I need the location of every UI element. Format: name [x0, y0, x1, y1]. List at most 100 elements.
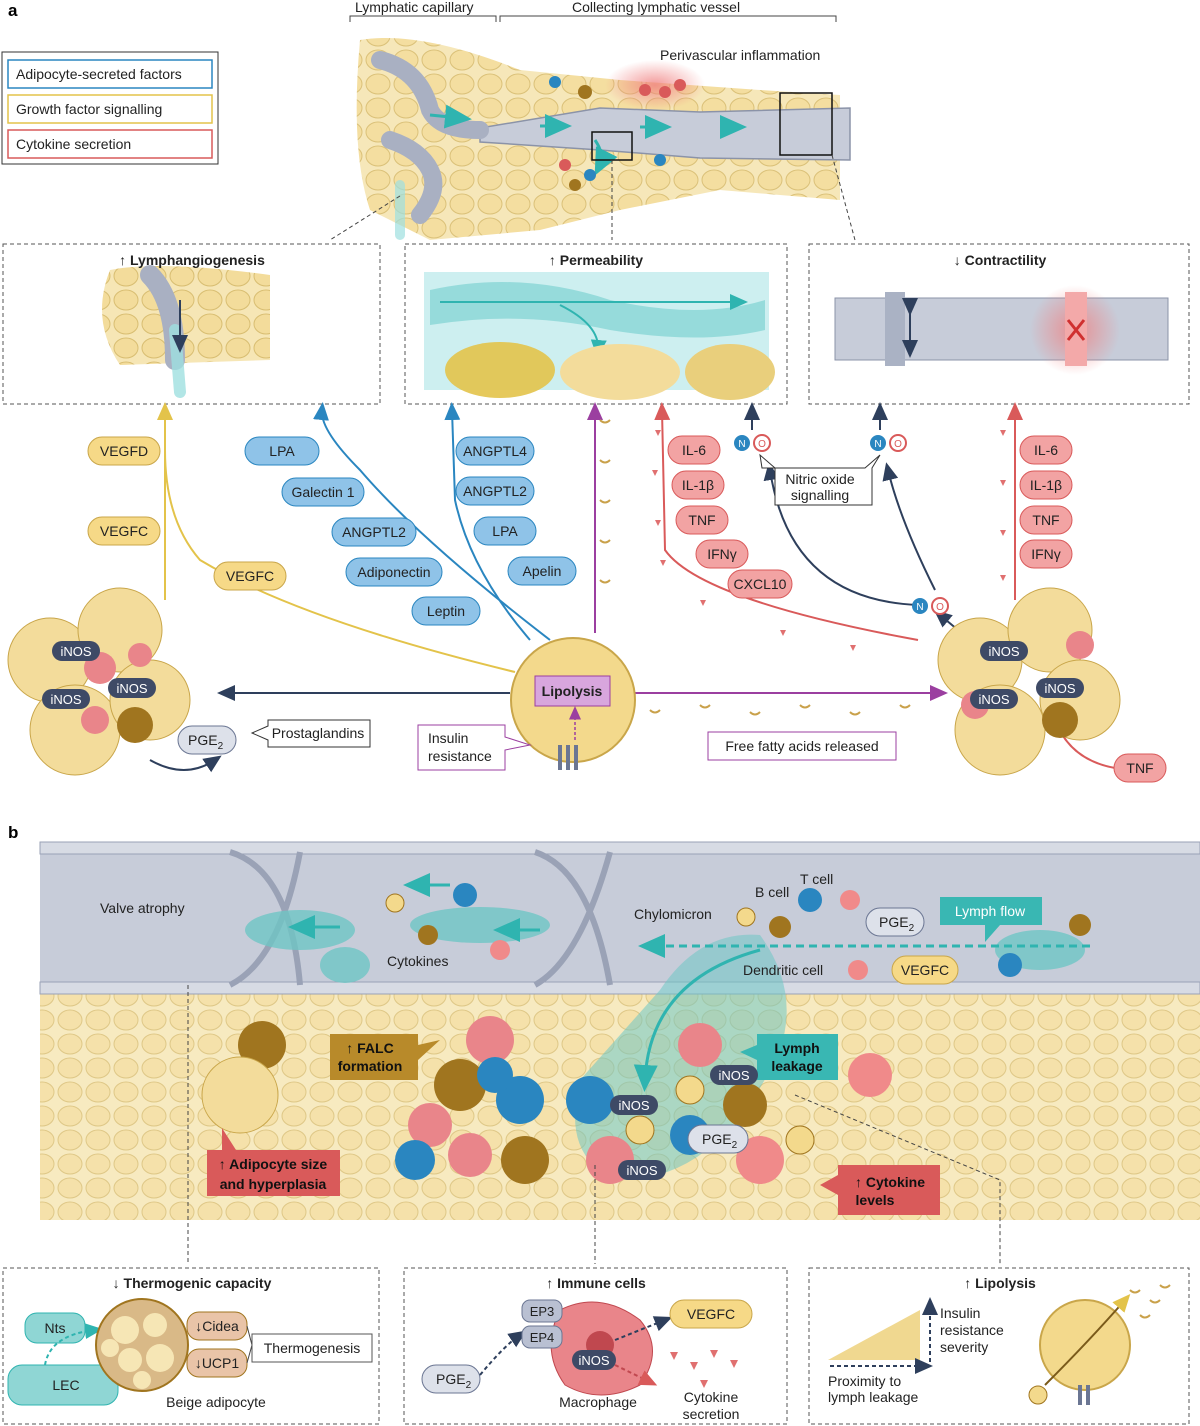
- inos-c-label: iNOS: [578, 1353, 609, 1368]
- cyt-cxcl10: CXCL10: [734, 576, 787, 592]
- panel-b-letter: b: [8, 823, 18, 842]
- brace-label-capillary: Lymphatic capillary: [355, 0, 474, 15]
- svg-text:N: N: [874, 439, 881, 450]
- factor-adiponectin: Adiponectin: [357, 564, 430, 580]
- ucp1-label: ↓UCP1: [195, 1355, 240, 1371]
- vegfc-label-1: VEGFC: [100, 523, 148, 539]
- no-molecule-2: N O: [870, 434, 907, 452]
- no-molecule-1: N O: [734, 434, 771, 452]
- inos-badges-b: [610, 1065, 758, 1180]
- vegfc-label-2: VEGFC: [226, 568, 274, 584]
- fatty-acid-glyphs: [599, 419, 911, 716]
- box-immune-title: ↑ Immune cells: [546, 1275, 646, 1291]
- zoom-connectors: [329, 154, 856, 241]
- proximity-1: Proximity to: [828, 1373, 901, 1389]
- falc-label-2: formation: [338, 1058, 403, 1074]
- factor-angptl4: ANGPTL4: [463, 443, 527, 459]
- box-lymphangiogenesis-title: ↑ Lymphangiogenesis: [119, 252, 265, 268]
- legend-label-red: Cytokine secretion: [16, 136, 131, 152]
- box-permeability: [404, 243, 788, 405]
- tnf-pill: [1113, 753, 1167, 783]
- insulin-sev-1: Insulin: [940, 1305, 980, 1321]
- ffa-box: [707, 731, 897, 761]
- no-molecule-3: N O: [912, 597, 949, 615]
- legend-label-yellow: Growth factor signalling: [16, 101, 162, 117]
- adipocyte-size-2: and hyperplasia: [220, 1176, 327, 1192]
- ffa-label: Free fatty acids released: [725, 738, 878, 754]
- vegfc-b-pill: [891, 955, 959, 985]
- svg-text:O: O: [894, 439, 902, 450]
- cytokine-levels-callout: [820, 1165, 940, 1215]
- vessel-braces: [349, 15, 837, 22]
- pge2-b-pill: [865, 907, 925, 937]
- cytokine-levels-1: ↑ Cytokine: [855, 1174, 925, 1190]
- legend-box-yellow: [7, 94, 213, 124]
- panel-b-illustration: [39, 841, 1200, 1220]
- factor-lpa-b: LPA: [492, 523, 518, 539]
- inos-r1: iNOS: [988, 644, 1019, 659]
- vegfc-c-pill: [669, 1299, 753, 1329]
- pge2-b2-pill: [687, 1124, 749, 1154]
- box-lipolysis: [808, 1267, 1190, 1425]
- factor-angptl2: ANGPTL2: [342, 524, 406, 540]
- cyt-il1b: IL-1β: [682, 477, 714, 493]
- svg-text:N: N: [738, 439, 745, 450]
- lipolysis-label: Lipolysis: [542, 683, 603, 699]
- tnf-label: TNF: [1126, 760, 1153, 776]
- adipocyte-size-1: ↑ Adipocyte size: [219, 1156, 328, 1172]
- nitric-oxide-callout: [759, 453, 881, 506]
- inos-b3: iNOS: [626, 1163, 657, 1178]
- lymph-leak-1: Lymph: [774, 1040, 819, 1056]
- cyt-tnf: TNF: [688, 512, 715, 528]
- inos-b2: iNOS: [618, 1098, 649, 1113]
- inos-l3: iNOS: [116, 681, 147, 696]
- cyt-r-il6: IL-6: [1034, 442, 1058, 458]
- svg-text:N: N: [916, 602, 923, 613]
- legend-box-blue: [7, 59, 213, 89]
- ep4-label: EP4: [530, 1330, 555, 1345]
- cytokines-label: Cytokines: [387, 953, 448, 969]
- ep3-pill: [521, 1299, 563, 1323]
- factor-lpa: LPA: [269, 443, 295, 459]
- lymph-flow-label: Lymph flow: [955, 903, 1026, 919]
- cyt-r-tnf: TNF: [1032, 512, 1059, 528]
- box-permeability-title: ↑ Permeability: [549, 252, 643, 268]
- box-contractility: [808, 243, 1190, 405]
- panel-a-letter: a: [8, 1, 18, 20]
- legend-box-red: [7, 129, 213, 159]
- chylomicron-label: Chylomicron: [634, 906, 712, 922]
- factor-angptl2b: ANGPTL2: [463, 483, 527, 499]
- proximity-2: lymph leakage: [828, 1389, 918, 1405]
- cyt-sec-2: secretion: [683, 1406, 740, 1422]
- left-adipocyte-cluster: [7, 587, 191, 776]
- vegfc-b-label: VEGFC: [901, 962, 949, 978]
- macrophage-label: Macrophage: [559, 1394, 637, 1410]
- b-cell-label: B cell: [755, 884, 789, 900]
- inos-badges-right: [970, 641, 1084, 709]
- ep3-label: EP3: [530, 1304, 555, 1319]
- inos-r2: iNOS: [978, 692, 1009, 707]
- adipocyte-factor-pills-2: [455, 436, 577, 586]
- top-vessel-illustration: [356, 38, 851, 240]
- severity-wedge: [828, 1310, 920, 1360]
- nitric-label-1: Nitric oxide: [785, 471, 854, 487]
- pge2-b2-label: PGE2: [702, 1131, 738, 1151]
- factor-leptin: Leptin: [427, 603, 465, 619]
- cyt-r-il1b: IL-1β: [1030, 477, 1062, 493]
- svg-text:O: O: [758, 439, 766, 450]
- falc-callout: [330, 1034, 440, 1080]
- cyt-ifng: IFNγ: [707, 546, 737, 562]
- right-adipocyte-cluster: [937, 587, 1121, 776]
- box-lymphangiogenesis: [2, 243, 381, 405]
- cyt-il6: IL-6: [682, 442, 706, 458]
- legend: Adipocyte-secreted factors Growth factor…: [1, 51, 219, 165]
- lymph-flow-callout: [940, 897, 1042, 942]
- box-contractility-title: ↓ Contractility: [954, 252, 1047, 268]
- pge2-c-label: PGE2: [436, 1371, 472, 1391]
- insulin-label-1: Insulin: [428, 730, 468, 746]
- insulin-sev-2: resistance: [940, 1322, 1004, 1338]
- adipocyte-size-callout: [207, 1128, 340, 1196]
- macrophage: [550, 1301, 653, 1396]
- dendritic-label: Dendritic cell: [743, 962, 823, 978]
